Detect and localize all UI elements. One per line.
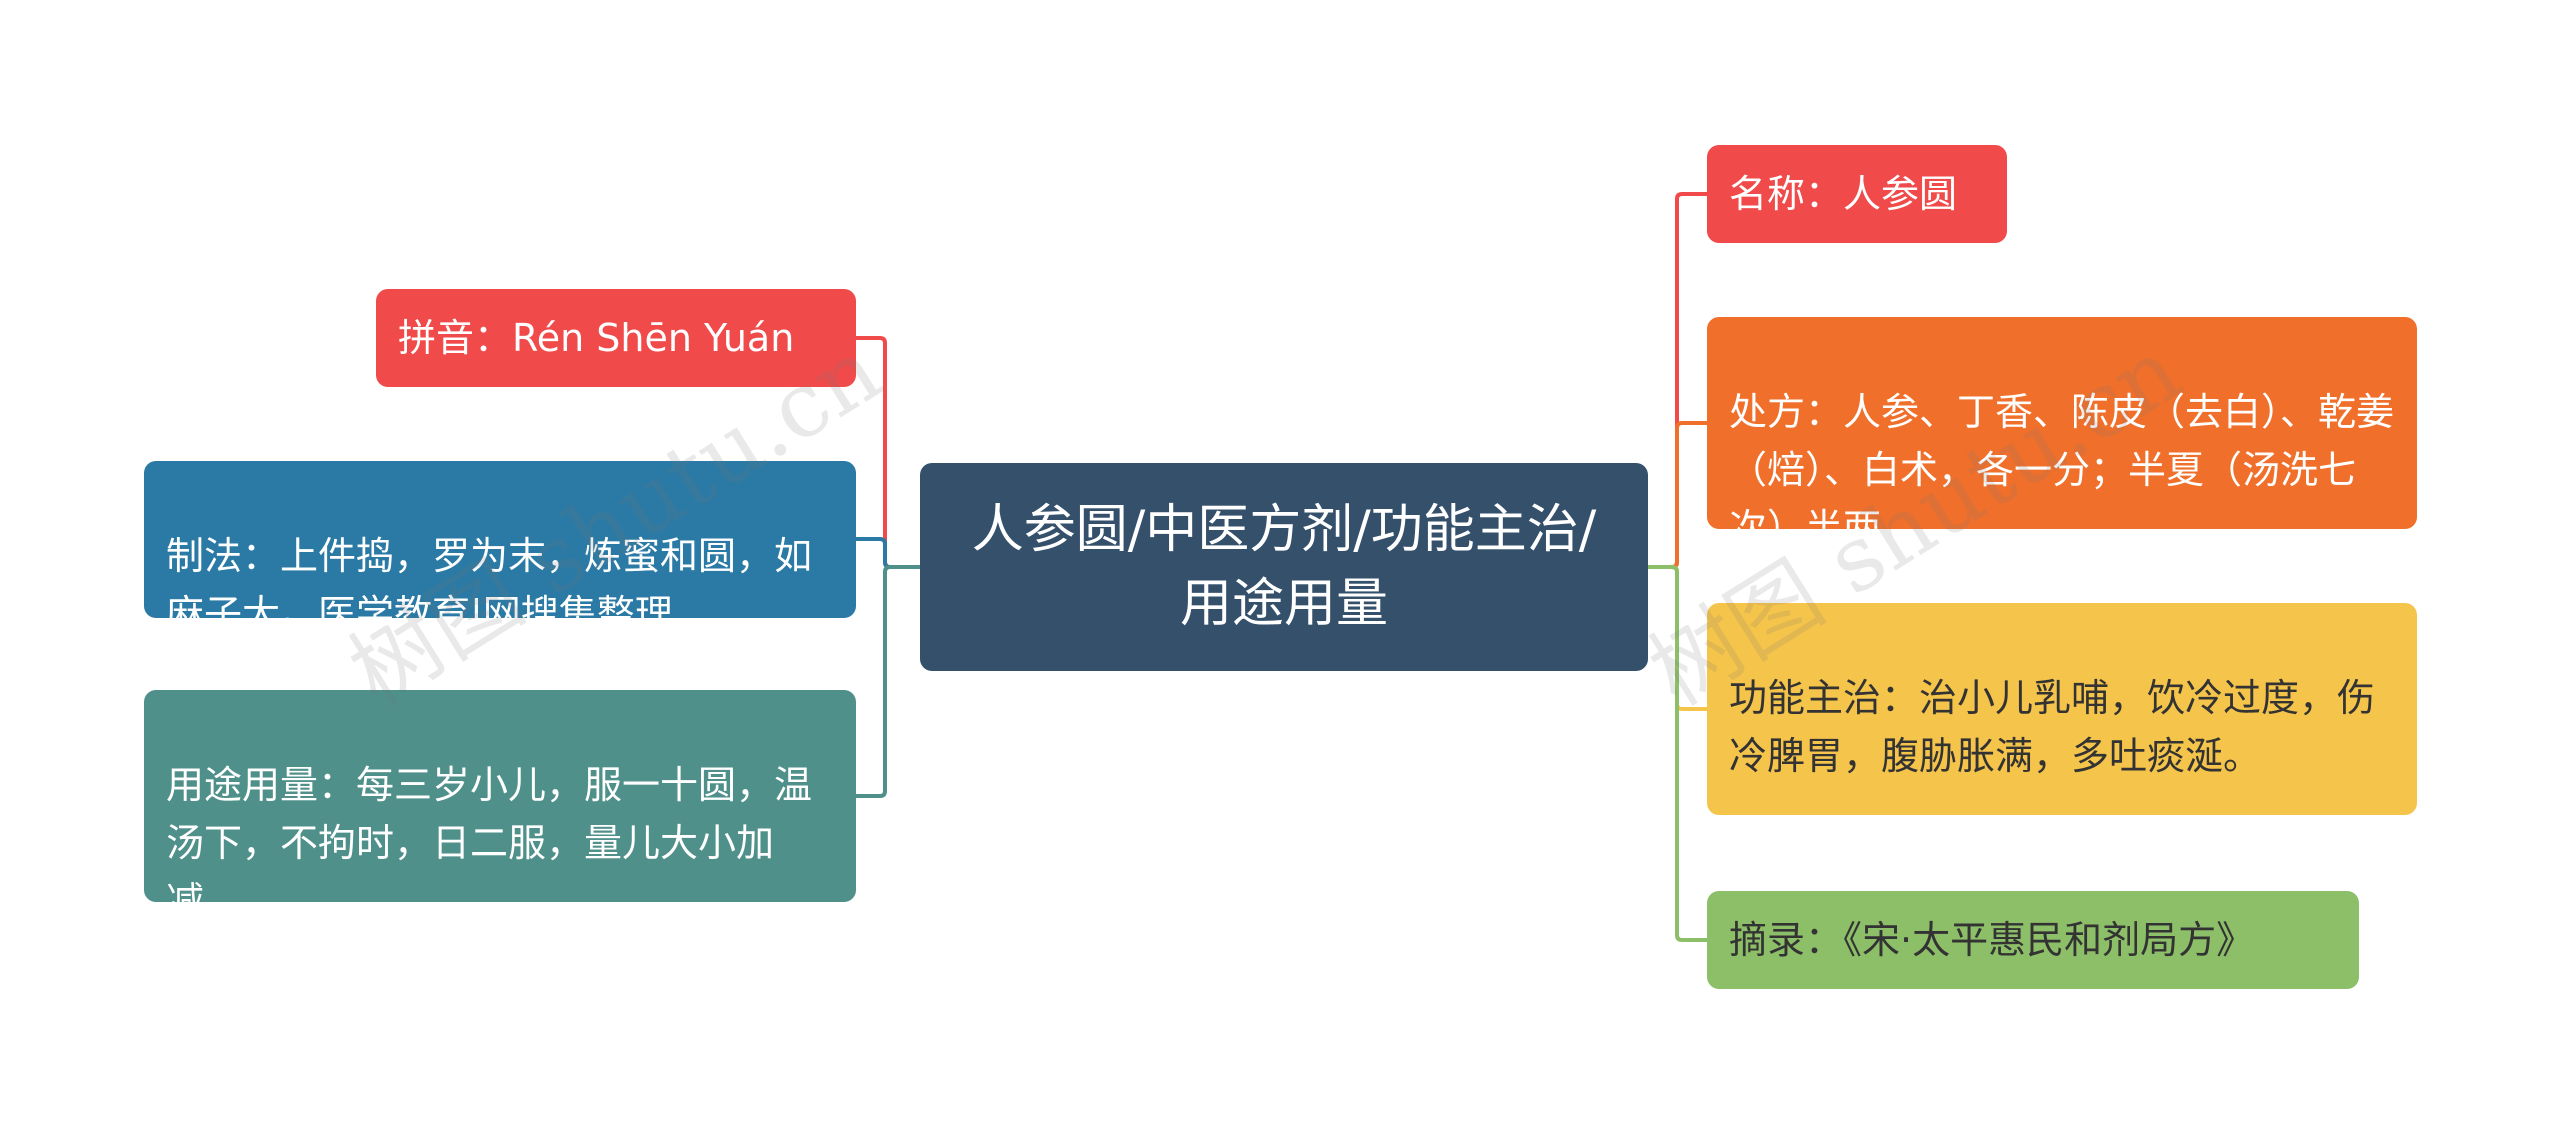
topic-preparation-method-label: 制法：上件捣，罗为末，炼蜜和圆，如麻子大。医学教育|网搜集整理 [166,534,813,636]
topic-pinyin[interactable]: 拼音：Rén Shēn Yuán [376,289,856,387]
connector-pinyin [856,336,920,569]
topic-preparation-method[interactable]: 制法：上件捣，罗为末，炼蜜和圆，如麻子大。医学教育|网搜集整理 [144,461,856,636]
connector-usage [856,565,920,798]
topic-name-label: 名称：人参圆 [1729,172,1958,216]
central-topic-label: 人参圆/中医方剂/功能主治/用途用量 [971,500,1597,634]
topic-prescription-label: 处方：人参、丁香、陈皮（去白）、乾姜（焙）、白术，各一分；半夏（汤洗七次）半两。 [1729,390,2395,550]
topic-usage-dosage-label: 用途用量：每三岁小儿，服一十圆，温汤下，不拘时，日二服，量儿大小加减。 [166,763,813,923]
topic-source[interactable]: 摘录：《宋·太平惠民和剂局方》 [1707,891,2359,989]
topic-indications-label: 功能主治：治小儿乳哺，饮冷过度，伤冷脾胃，腹胁胀满，多吐痰涎。 [1729,676,2376,778]
central-topic[interactable]: 人参圆/中医方剂/功能主治/用途用量 [920,463,1648,671]
topic-indications[interactable]: 功能主治：治小儿乳哺，饮冷过度，伤冷脾胃，腹胁胀满，多吐痰涎。 [1707,603,2417,815]
connector-recipe [1648,421,1707,569]
topic-pinyin-label: 拼音：Rén Shēn Yuán [398,316,795,360]
connector-source [1648,565,1707,942]
connector-method [856,537,920,569]
topic-name[interactable]: 名称：人参圆 [1707,145,2007,243]
topic-usage-dosage[interactable]: 用途用量：每三岁小儿，服一十圆，温汤下，不拘时，日二服，量儿大小加减。 [144,690,856,923]
topic-source-label: 摘录：《宋·太平惠民和剂局方》 [1729,918,2255,962]
topic-prescription[interactable]: 处方：人参、丁香、陈皮（去白）、乾姜（焙）、白术，各一分；半夏（汤洗七次）半两。 [1707,317,2417,550]
